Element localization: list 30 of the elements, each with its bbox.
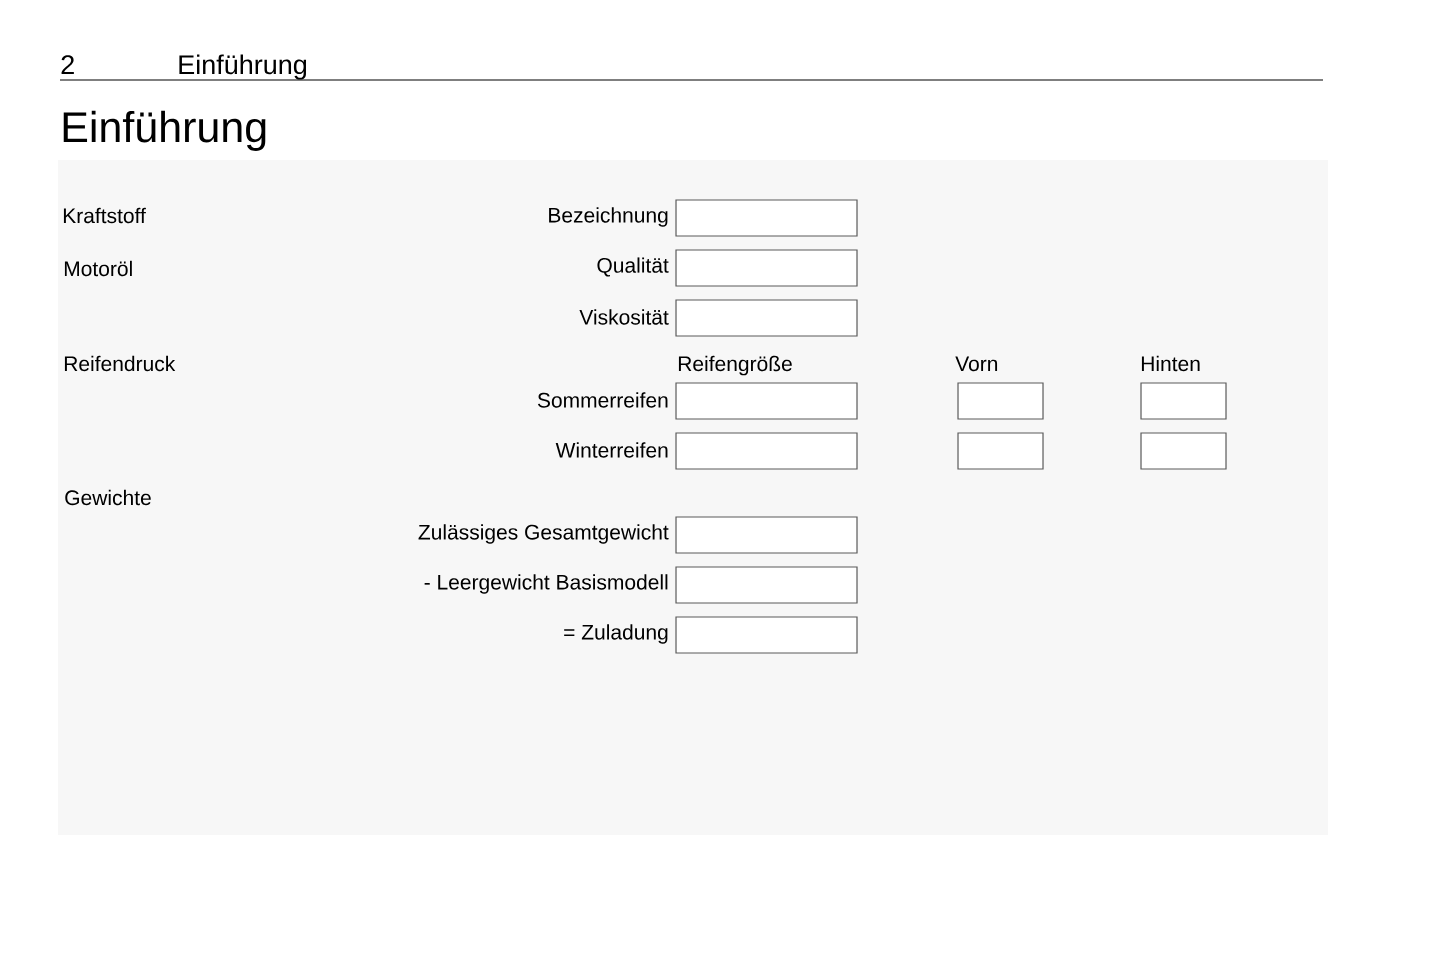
input-field	[957, 382, 1044, 420]
field-label: Winterreifen	[555, 442, 668, 458]
column-header: Hinten	[1141, 355, 1200, 372]
input-field	[675, 432, 858, 470]
input-field	[675, 199, 858, 237]
section-label: Gewichte	[65, 489, 151, 506]
column-header: Vorn	[955, 356, 998, 372]
field-label: Viskosität	[579, 309, 669, 325]
field-label: Zulässiges Gesamtgewicht	[418, 524, 669, 544]
section-label: Reifendruck	[64, 355, 176, 372]
field-label: = Zuladung	[564, 624, 668, 644]
input-field	[675, 566, 858, 604]
input-field	[675, 516, 858, 554]
input-field	[1140, 432, 1227, 470]
field-label: - Leergewicht Basismodell	[424, 574, 668, 594]
running-header: Einführung	[179, 54, 307, 80]
input-field	[1140, 382, 1227, 420]
column-header: Reifengröße	[678, 355, 792, 376]
input-field	[957, 432, 1044, 470]
page-title: Einführung	[63, 110, 266, 151]
page-number: 2	[61, 55, 74, 74]
field-label: Qualität	[597, 257, 669, 277]
field-label: Sommerreifen	[537, 392, 668, 408]
input-field	[675, 616, 858, 654]
input-field	[675, 382, 858, 420]
section-label: Kraftstoff	[63, 207, 146, 224]
field-label: Bezeichnung	[549, 207, 668, 227]
section-label: Motoröl	[64, 260, 132, 277]
input-field	[675, 299, 858, 337]
input-field	[675, 249, 858, 287]
